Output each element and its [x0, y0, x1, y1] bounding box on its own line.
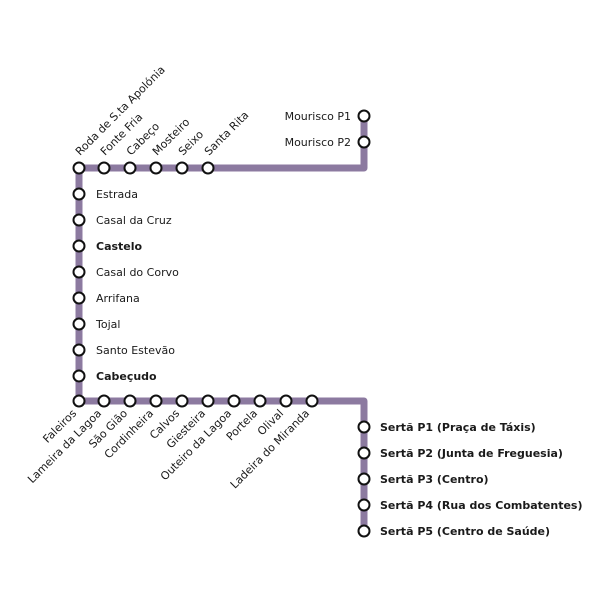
- station-serta-p1[interactable]: Sertã P1 (Praça de Táxis): [357, 420, 536, 434]
- station-cabecudo[interactable]: Cabeçudo: [72, 369, 158, 383]
- station-label: Mourisco P1: [285, 110, 351, 123]
- station-label: Casal do Corvo: [96, 266, 179, 279]
- station-label: Santa Rita: [202, 109, 251, 158]
- station-label: Arrifana: [96, 292, 140, 305]
- station-label: Casal da Cruz: [96, 214, 172, 227]
- station-label: Cabeçudo: [96, 370, 157, 383]
- station-santo-estevao[interactable]: Santo Estevão: [72, 343, 176, 357]
- station-santa-rita[interactable]: Santa Rita: [201, 109, 251, 175]
- station-label: Sertã P1 (Praça de Táxis): [380, 421, 536, 434]
- station-serta-p4[interactable]: Sertã P4 (Rua dos Combatentes): [357, 498, 583, 512]
- station-serta-p3[interactable]: Sertã P3 (Centro): [357, 472, 489, 486]
- station-casal-do-corvo[interactable]: Casal do Corvo: [72, 265, 180, 279]
- station-arrifana[interactable]: Arrifana: [72, 291, 140, 305]
- station-label: Santo Estevão: [96, 344, 175, 357]
- station-label: Sertã P2 (Junta de Freguesia): [380, 447, 563, 460]
- station-label: Tojal: [95, 318, 120, 331]
- station-label: Sertã P3 (Centro): [380, 473, 489, 486]
- station-roda-santa-apolonia[interactable]: Roda de S.ta Apolónia: [72, 63, 168, 175]
- station-serta-p2[interactable]: Sertã P2 (Junta de Freguesia): [357, 446, 563, 460]
- station-casal-da-cruz[interactable]: Casal da Cruz: [72, 213, 172, 227]
- station-mourisco-p1[interactable]: Mourisco P1: [285, 109, 371, 123]
- station-mourisco-p2[interactable]: Mourisco P2: [285, 135, 371, 149]
- station-serta-p5[interactable]: Sertã P5 (Centro de Saúde): [357, 524, 551, 538]
- station-label: Sertã P5 (Centro de Saúde): [380, 525, 550, 538]
- station-castelo[interactable]: Castelo: [72, 239, 143, 253]
- station-label: Castelo: [96, 240, 143, 253]
- station-label: Mourisco P2: [285, 136, 351, 149]
- station-label: Estrada: [96, 188, 138, 201]
- station-estrada[interactable]: Estrada: [72, 187, 138, 201]
- station-label: Sertã P4 (Rua dos Combatentes): [380, 499, 583, 512]
- route-line: [75, 112, 368, 535]
- station-tojal[interactable]: Tojal: [72, 317, 121, 331]
